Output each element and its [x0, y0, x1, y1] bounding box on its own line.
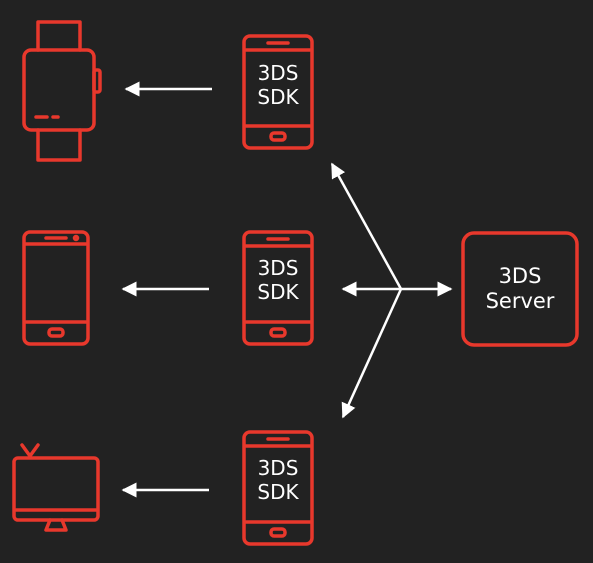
sdk-middle-label-line2: SDK — [257, 280, 299, 304]
arrow-hub-to-sdk-top — [330, 162, 403, 290]
server-label-line1: 3DS — [499, 264, 542, 288]
sdk-phone-bottom: 3DS SDK — [242, 430, 314, 546]
smartphone-icon — [22, 230, 90, 346]
server-label-line2: Server — [486, 289, 555, 313]
sdk-bottom-label-line2: SDK — [257, 480, 299, 504]
tv-monitor-icon — [12, 443, 100, 532]
sdk-top-label-line1: 3DS — [258, 61, 299, 85]
sdk-bottom-label-line1: 3DS — [258, 456, 299, 480]
sdk-top-label-line2: SDK — [257, 85, 299, 109]
server-box: 3DS Server — [461, 231, 579, 347]
arrow-hub-to-sdk-bottom — [341, 288, 403, 419]
sdk-phone-top: 3DS SDK — [242, 34, 314, 150]
sdk-middle-label-line1: 3DS — [258, 256, 299, 280]
sdk-phone-middle: 3DS SDK — [242, 230, 314, 346]
smartwatch-icon — [22, 20, 102, 162]
